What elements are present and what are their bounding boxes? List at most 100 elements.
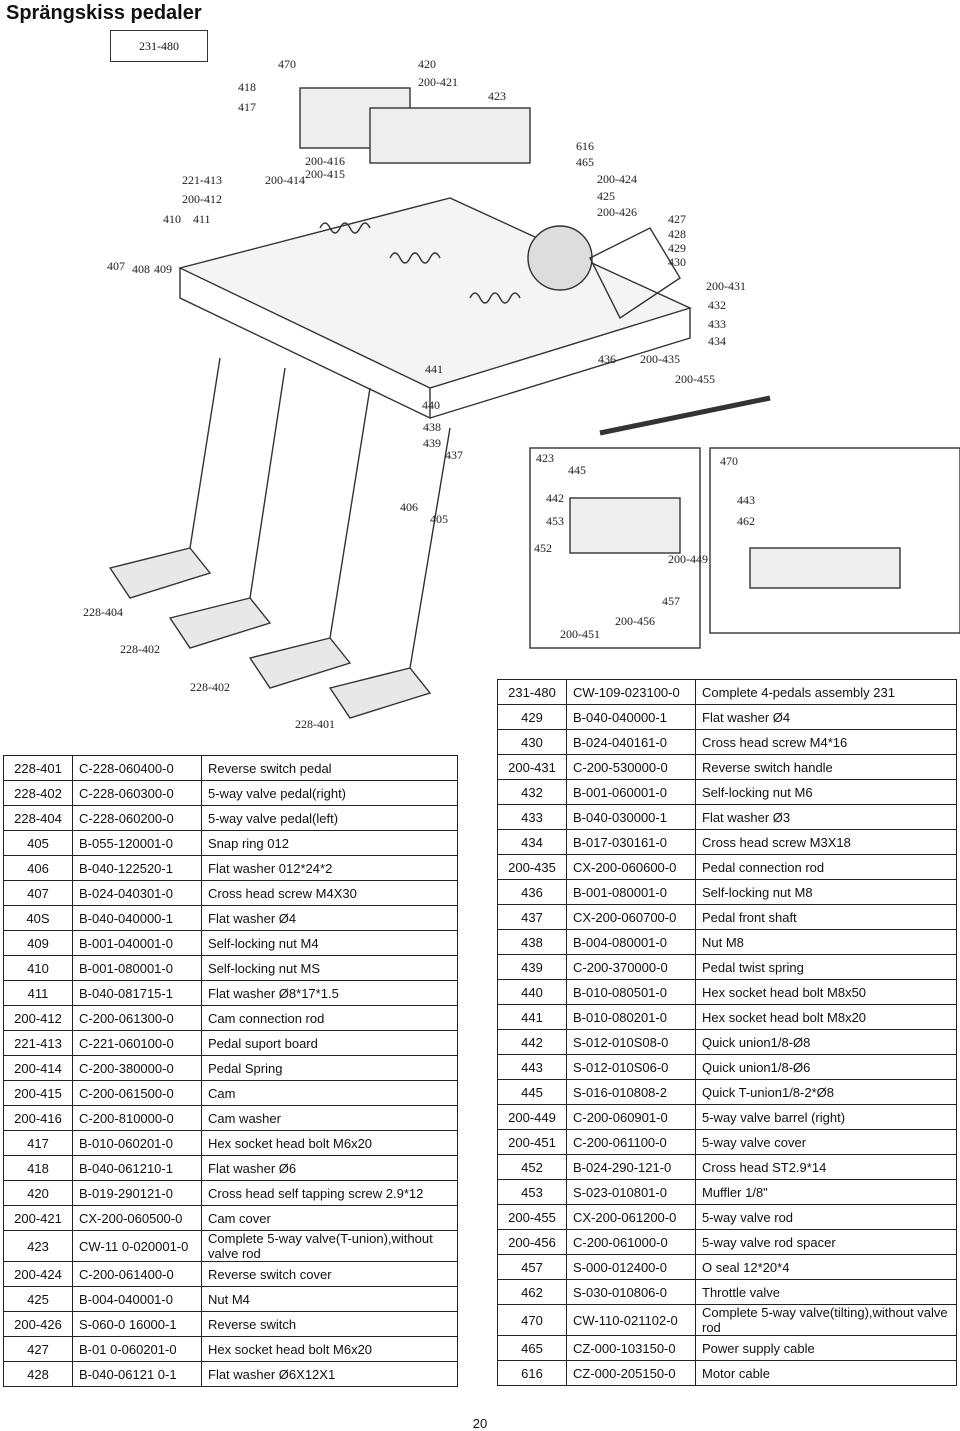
part-description: Pedal twist spring (695, 954, 957, 980)
part-code: C-200-370000-0 (566, 954, 696, 980)
part-description: Pedal suport board (201, 1030, 458, 1056)
part-description: Motor cable (695, 1360, 957, 1386)
part-code: B-024-040161-0 (566, 729, 696, 755)
callout-label: 410 (163, 212, 181, 226)
callout-label: 427 (668, 212, 686, 226)
callout-label: 457 (662, 594, 680, 608)
callout-label: 465 (576, 155, 594, 169)
callout-label: 437 (445, 448, 463, 462)
callout-label: 228-404 (83, 605, 123, 619)
callout-label: 420 (418, 57, 436, 71)
part-code: C-200-061300-0 (72, 1005, 202, 1031)
part-number: 453 (497, 1179, 567, 1205)
callout-label: 221-413 (182, 173, 222, 187)
callout-label: 228-401 (295, 717, 335, 731)
part-number: 427 (3, 1336, 73, 1362)
part-code: B-01 0-060201-0 (72, 1336, 202, 1362)
part-code: B-001-080001-0 (566, 879, 696, 905)
part-code: B-040-122520-1 (72, 855, 202, 881)
part-number: 200-416 (3, 1105, 73, 1131)
part-code: S-000-012400-0 (566, 1254, 696, 1280)
part-number: 428 (3, 1361, 73, 1387)
part-number: 462 (497, 1279, 567, 1305)
callout-label: 200-449 (668, 552, 708, 566)
part-number: 231-480 (497, 679, 567, 705)
part-number: 418 (3, 1155, 73, 1181)
callout-label: 200-424 (597, 172, 637, 186)
part-description: Nut M8 (695, 929, 957, 955)
part-description: Complete 4-pedals assembly 231 (695, 679, 957, 705)
callout-label: 200-412 (182, 192, 222, 206)
part-code: S-030-010806-0 (566, 1279, 696, 1305)
callout-label: 453 (546, 514, 564, 528)
part-description: 5-way valve barrel (right) (695, 1104, 957, 1130)
callout-label: 441 (425, 362, 443, 376)
part-code: B-024-040301-0 (72, 880, 202, 906)
part-number: 200-412 (3, 1005, 73, 1031)
part-number: 442 (497, 1029, 567, 1055)
part-code: C-228-060400-0 (72, 755, 202, 781)
part-number: 438 (497, 929, 567, 955)
part-description: Pedal front shaft (695, 904, 957, 930)
callout-label: 439 (423, 436, 441, 450)
part-code: B-040-040000-1 (72, 905, 202, 931)
callout-label: 417 (238, 100, 256, 114)
callout-label: 200-431 (706, 279, 746, 293)
callout-label: 200-426 (597, 205, 637, 219)
part-code: B-040-06121 0-1 (72, 1361, 202, 1387)
part-code: CX-200-060600-0 (566, 854, 696, 880)
part-description: Cross head self tapping screw 2.9*12 (201, 1180, 458, 1206)
part-number: 417 (3, 1130, 73, 1156)
callout-label: 200-456 (615, 614, 655, 628)
part-number: 200-414 (3, 1055, 73, 1081)
part-description: Cam cover (201, 1205, 458, 1231)
part-number: 440 (497, 979, 567, 1005)
part-number: 439 (497, 954, 567, 980)
part-number: 423 (3, 1230, 73, 1262)
part-description: Flat washer Ø4 (695, 704, 957, 730)
part-description: Complete 5-way valve(T-union),without va… (201, 1230, 458, 1262)
callout-label: 407 (107, 259, 125, 273)
part-number: 200-415 (3, 1080, 73, 1106)
part-description: Pedal Spring (201, 1055, 458, 1081)
part-code: B-004-040001-0 (72, 1286, 202, 1312)
part-number: 443 (497, 1054, 567, 1080)
part-code: B-004-080001-0 (566, 929, 696, 955)
callout-label: 408 (132, 262, 150, 276)
part-description: Flat washer 012*24*2 (201, 855, 458, 881)
part-description: Quick T-union1/8-2*Ø8 (695, 1079, 957, 1105)
part-code: C-200-060901-0 (566, 1104, 696, 1130)
part-code: CX-200-061200-0 (566, 1204, 696, 1230)
part-code: C-200-061000-0 (566, 1229, 696, 1255)
part-description: Reverse switch handle (695, 754, 957, 780)
callout-label: 423 (488, 89, 506, 103)
part-code: C-200-061500-0 (72, 1080, 202, 1106)
part-code: B-001-040001-0 (72, 930, 202, 956)
callout-label: 470 (278, 57, 296, 71)
part-description: Hex socket head bolt M6x20 (201, 1130, 458, 1156)
exploded-view-diagram: 470418417420200-421423221-413200-412200-… (83, 57, 960, 731)
part-number: 437 (497, 904, 567, 930)
part-code: C-200-810000-0 (72, 1105, 202, 1131)
part-code: CW-11 0-020001-0 (72, 1230, 202, 1262)
